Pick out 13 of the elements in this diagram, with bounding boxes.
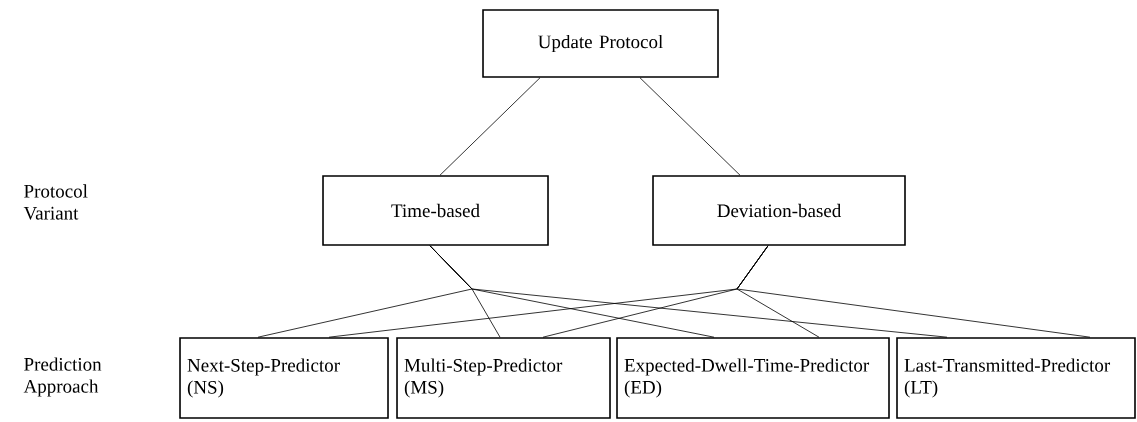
axis-label: Protocol Variant [23, 184, 88, 220]
connector-line [639, 77, 741, 176]
process-box: Last-Transmitted-Predictor (LT) [896, 337, 1136, 419]
connector-line [439, 77, 541, 176]
connector-line [429, 245, 948, 338]
process-box: Update Protocol [482, 9, 719, 78]
process-box: Deviation-based [652, 175, 906, 246]
process-box: Expected-Dwell-Time-Predictor (ED) [616, 337, 890, 419]
axis-label: Prediction Approach [23, 357, 102, 397]
process-box: Multi-Step-Predictor (MS) [396, 337, 611, 419]
connector-line [736, 245, 1091, 338]
process-box: Time-based [322, 175, 549, 246]
process-box: Next-Step-Predictor (NS) [179, 337, 389, 419]
